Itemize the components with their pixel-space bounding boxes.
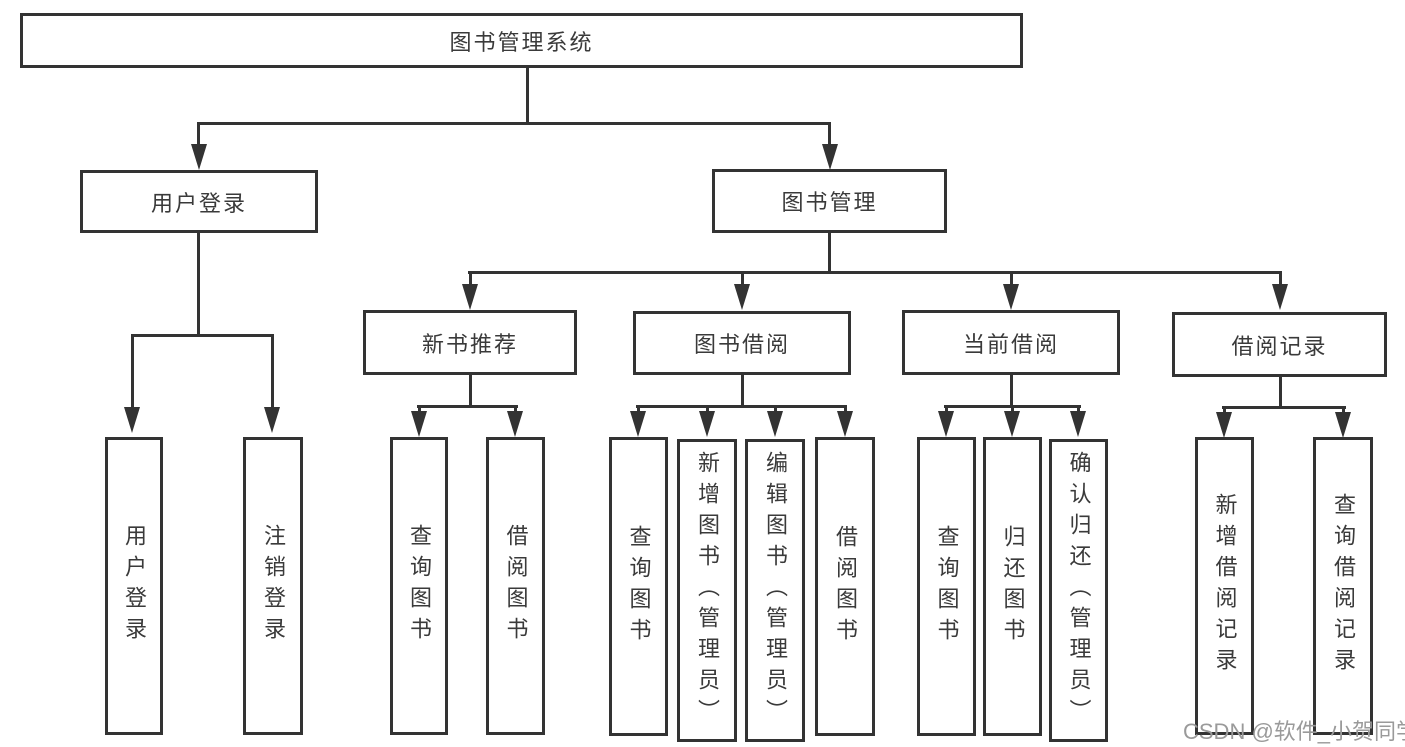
arrow-down-icon — [1003, 284, 1019, 310]
connector-line — [526, 68, 529, 125]
leaf-borrow-books-borrow: 借阅图书 — [815, 437, 875, 736]
leaf-query-books-newbook: 查询图书 — [390, 437, 448, 735]
connector-line — [1279, 271, 1282, 286]
leaf-add-borrow-record: 新增借阅记录 — [1195, 437, 1254, 735]
arrow-down-icon — [837, 411, 853, 437]
connector-line — [1223, 406, 1226, 415]
csdn-watermark: CSDN @软件_小贺同学 — [1183, 719, 1405, 744]
arrow-down-icon — [630, 411, 646, 437]
node-new-book-recommendation: 新书推荐 — [363, 310, 577, 375]
arrow-down-icon — [1216, 412, 1232, 438]
arrow-down-icon — [462, 284, 478, 310]
node-label: 新增图书（管理员） — [695, 451, 720, 730]
arrow-down-icon — [411, 411, 427, 437]
leaf-user-login: 用户登录 — [105, 437, 163, 735]
connector-line — [706, 405, 709, 414]
node-label: 查询图书 — [934, 524, 960, 649]
connector-line — [131, 334, 134, 408]
node-current-borrowing: 当前借阅 — [902, 310, 1120, 375]
node-label: 确认归还（管理员） — [1066, 451, 1092, 730]
leaf-confirm-return-admin: 确认归还（管理员） — [1049, 439, 1108, 742]
node-label: 新书推荐 — [421, 331, 518, 357]
node-label: 查询图书 — [626, 524, 652, 649]
arrow-down-icon — [507, 411, 523, 437]
connector-line — [197, 233, 200, 337]
node-label: 查询借阅记录 — [1331, 493, 1356, 679]
connector-line — [741, 271, 744, 286]
node-label: 新增借阅记录 — [1212, 493, 1238, 679]
connector-line — [469, 271, 472, 286]
node-label: 查询图书 — [407, 524, 432, 648]
arrow-down-icon — [822, 144, 838, 170]
node-label: 编辑图书（管理员） — [763, 451, 788, 730]
connector-line — [1222, 406, 1346, 409]
connector-line — [774, 405, 777, 414]
connector-line — [197, 122, 831, 125]
node-label: 图书借阅 — [693, 332, 790, 357]
connector-line — [844, 405, 847, 414]
node-label: 当前借阅 — [962, 331, 1059, 357]
node-label: 注销登录 — [261, 524, 286, 648]
arrow-down-icon — [1272, 284, 1288, 310]
node-label: 图书管理系统 — [449, 29, 594, 55]
arrow-down-icon — [1070, 411, 1086, 437]
connector-line — [1279, 377, 1282, 408]
leaf-query-books-current: 查询图书 — [917, 437, 976, 736]
node-book-borrowing: 图书借阅 — [633, 311, 851, 375]
connector-line — [1342, 406, 1345, 415]
connector-line — [514, 405, 517, 414]
connector-line — [468, 271, 1282, 274]
arrow-down-icon — [264, 407, 280, 433]
connector-line — [945, 405, 948, 414]
node-borrowing-records: 借阅记录 — [1172, 312, 1387, 377]
arrow-down-icon — [124, 407, 140, 433]
connector-line — [1011, 405, 1014, 414]
connector-line — [469, 375, 472, 408]
arrow-down-icon — [938, 411, 954, 437]
connector-line — [197, 122, 200, 147]
arrow-down-icon — [699, 411, 715, 437]
arrow-down-icon — [1004, 411, 1020, 437]
connector-line — [637, 405, 640, 414]
node-label: 借阅图书 — [833, 524, 858, 649]
leaf-edit-books-admin: 编辑图书（管理员） — [745, 439, 805, 742]
connector-line — [741, 375, 744, 408]
node-book-management: 图书管理 — [712, 169, 947, 233]
connector-line — [1010, 375, 1013, 408]
arrow-down-icon — [767, 411, 783, 437]
node-label: 归还图书 — [1000, 524, 1026, 649]
node-user-login: 用户登录 — [80, 170, 318, 233]
connector-line — [1010, 271, 1013, 286]
connector-line — [828, 233, 831, 274]
leaf-logout: 注销登录 — [243, 437, 303, 735]
connector-line — [636, 405, 847, 408]
connector-line — [418, 405, 421, 414]
leaf-borrow-books-newbook: 借阅图书 — [486, 437, 545, 735]
node-label: 图书管理 — [781, 190, 878, 215]
leaf-query-borrow-record: 查询借阅记录 — [1313, 437, 1373, 735]
leaf-add-books-admin: 新增图书（管理员） — [677, 439, 737, 742]
node-label: 用户登录 — [150, 190, 247, 216]
node-label: 借阅图书 — [503, 524, 529, 648]
leaf-return-books: 归还图书 — [983, 437, 1042, 736]
connector-line — [271, 334, 274, 408]
arrow-down-icon — [191, 144, 207, 170]
connector-line — [417, 405, 518, 408]
node-label: 用户登录 — [122, 524, 147, 648]
arrow-down-icon — [1335, 412, 1351, 438]
connector-line — [131, 334, 274, 337]
node-library-management-system: 图书管理系统 — [20, 13, 1023, 68]
leaf-query-books-borrow: 查询图书 — [609, 437, 668, 736]
connector-line — [1077, 405, 1080, 414]
arrow-down-icon — [734, 284, 750, 310]
connector-line — [828, 122, 831, 147]
node-label: 借阅记录 — [1231, 333, 1328, 359]
